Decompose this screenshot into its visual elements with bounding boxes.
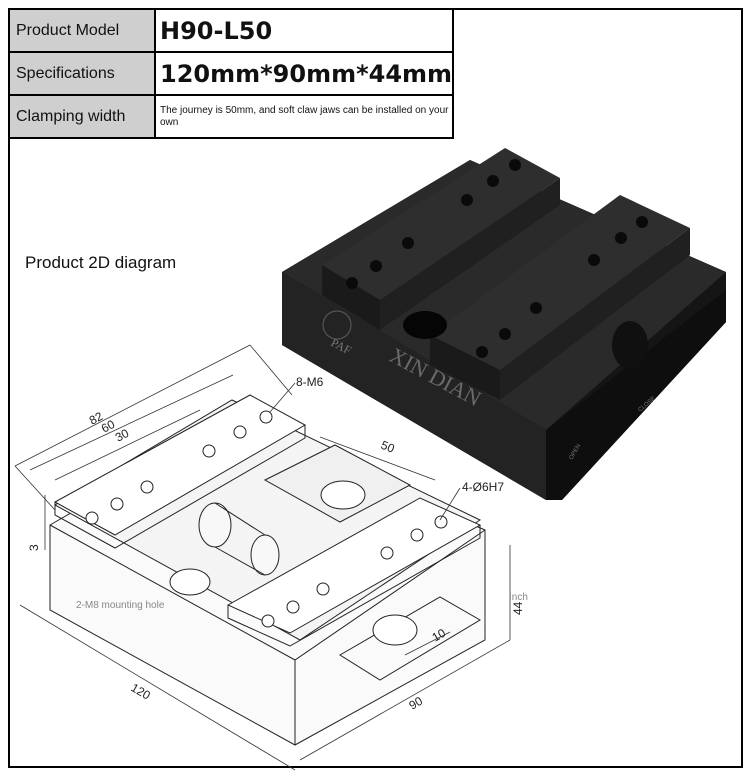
label-2-m8: 2-M8 mounting hole (76, 600, 165, 611)
spec-row-model: Product Model H90-L50 (8, 8, 455, 53)
spec-table: Product Model H90-L50 Specifications 120… (8, 8, 455, 139)
dim-90: 90 (407, 694, 426, 713)
logo-emblem-icon (322, 310, 352, 340)
dim-50: 50 (379, 438, 397, 456)
label-4-phi6h7: 4-Ø6H7 (462, 480, 504, 494)
spec-row-specifications: Specifications 120mm*90mm*44mm (8, 51, 455, 96)
dim-3: 3 (27, 544, 41, 551)
dim-44: 44 (511, 601, 525, 615)
dim-82: 82 (87, 409, 106, 428)
technical-drawing (14, 344, 511, 771)
spec-value: 120mm*90mm*44mm (153, 51, 455, 96)
dim-120: 120 (129, 680, 154, 702)
spec-label: Specifications (8, 51, 156, 96)
label-8-m6: 8-M6 (296, 375, 324, 389)
spec-label: Clamping width (8, 94, 156, 139)
spec-row-clamping: Clamping width The journey is 50mm, and … (8, 94, 455, 139)
spec-value: H90-L50 (153, 8, 455, 53)
dim-10: 10 (430, 626, 449, 645)
label-inch: Inch (509, 592, 528, 603)
spec-label: Product Model (8, 8, 156, 53)
dim-30: 30 (113, 426, 132, 445)
dim-60: 60 (99, 417, 118, 436)
product-photo: PAF XIN DIAN OPEN CLOSE (282, 148, 726, 500)
spec-value: The journey is 50mm, and soft claw jaws … (153, 94, 455, 139)
diagram-caption: Product 2D diagram (25, 253, 177, 272)
